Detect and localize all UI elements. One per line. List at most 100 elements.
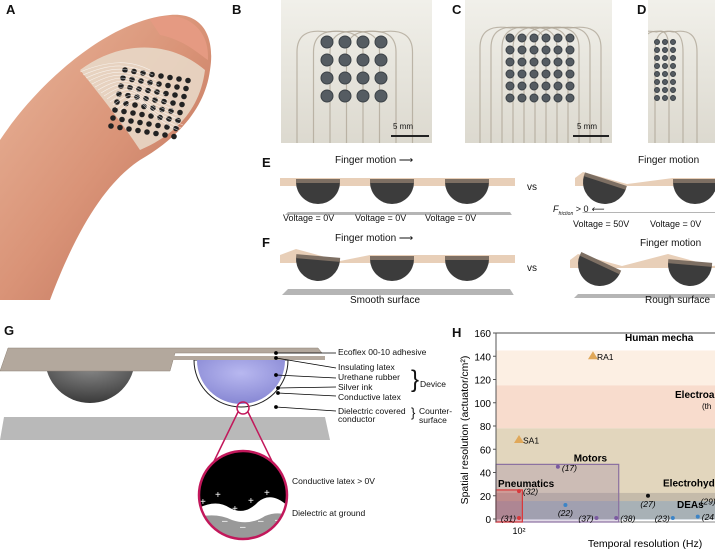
actuator-dot [121,108,127,115]
actuator-dot [177,109,183,116]
electrode [670,71,676,77]
actuator-dot [112,107,118,113]
electrode [670,87,676,93]
resolution-chart: Human mechaElectroa(thElectrohydrDEAsMot… [459,329,715,550]
electrode [654,71,660,77]
electrode [662,95,668,101]
actuator-dot [161,98,167,105]
svg-text:+: + [264,488,270,499]
actuator-dot [163,90,169,97]
surface-label: surface [419,415,447,425]
electrode [541,45,551,55]
counter-brace: } [411,405,416,420]
voltage-label: Voltage = 50V [573,219,630,229]
band-electroa [496,385,715,429]
electrode [374,89,388,103]
actuator-array [79,62,191,140]
point-label: SA1 [523,435,539,445]
band-label: Human mecha [625,333,694,344]
electrode [517,93,527,103]
voltage-label: Voltage = 0V [283,213,335,223]
electrode [565,33,575,43]
electrode [670,79,676,85]
y-tick-label: 120 [474,376,491,387]
actuator-dot [122,67,128,73]
electrode [662,71,668,77]
electrode [338,35,352,49]
band-label: Electroa [675,390,715,401]
vs-label: vs [527,182,537,193]
electrode [654,47,660,53]
actuator-dot [126,126,132,132]
data-point [587,351,598,360]
scale-bar-label: 5 mm [393,122,413,131]
point-label: (22) [558,508,573,518]
actuator-dot [162,132,168,138]
layer-label: Insulating latex [338,362,395,372]
svg-text:+: + [215,490,221,501]
electrode [374,71,388,85]
surface [282,289,514,295]
point-label: (38) [620,514,635,524]
actuator-dot [183,85,189,92]
electrode [654,63,660,69]
actuator-hemisphere [445,256,489,281]
panel-label-b: B [232,2,242,17]
electrode [505,81,515,91]
electrode [553,45,563,55]
svg-text:–: – [222,516,228,527]
friction-label: Ffriction > 0 ⟵ [553,204,604,217]
electrode [541,81,551,91]
insulating-latex [172,356,325,360]
actuator-hemisphere [578,251,622,286]
box-label: Motors [574,453,608,464]
electrode [529,93,539,103]
electrode [541,93,551,103]
svg-text:–: – [240,522,246,533]
actuator-dot [155,122,161,129]
surface [285,212,512,215]
voltage-label: Voltage = 0V [355,213,407,223]
finger-motion-label-right: Finger motion [640,238,702,249]
electrode [356,89,370,103]
surface [574,294,715,298]
electrode [565,81,575,91]
electrode [374,35,388,49]
layer-label: Ecoflex 00-10 adhesive [338,347,427,357]
electrode [517,69,527,79]
actuator-dot [175,117,181,124]
electrode [505,93,515,103]
surface [582,212,715,213]
actuator-dot [185,77,191,84]
svg-text:+: + [232,504,238,515]
finger-motion-label-right: Finger motion [638,155,700,166]
y-axis-label: Spatial resolution (actuator/cm²) [459,356,471,505]
electrode [565,45,575,55]
scale-bar-label: 5 mm [577,122,597,131]
electrode [662,79,668,85]
actuator-dot [125,92,131,99]
svg-text:+: + [248,496,254,507]
electrode [553,93,563,103]
data-point [670,516,675,520]
box-motors [495,463,620,523]
zoom-top-label: Conductive latex > 0V [292,476,375,486]
electrode [565,93,575,103]
cross-section-diagram: ++++++ ––––– [0,347,337,541]
actuator-hemisphere [370,256,414,281]
electrode [662,87,668,93]
point-label: (23) [655,514,670,524]
actuator-hemisphere [667,259,713,286]
device-brace: } [411,366,420,393]
electrode [654,39,660,45]
panel-label-d: D [637,2,647,17]
voltage-label: Voltage = 0V [425,213,477,223]
electrode [505,57,515,67]
zoom-bottom-label: Dielectric at ground [292,508,366,518]
zoom-source-circle [236,401,250,415]
electrode [565,57,575,67]
actuator-dot [140,70,146,76]
actuator-dot [137,119,143,126]
actuator-dot [117,124,123,131]
actuator-dot [110,115,116,121]
